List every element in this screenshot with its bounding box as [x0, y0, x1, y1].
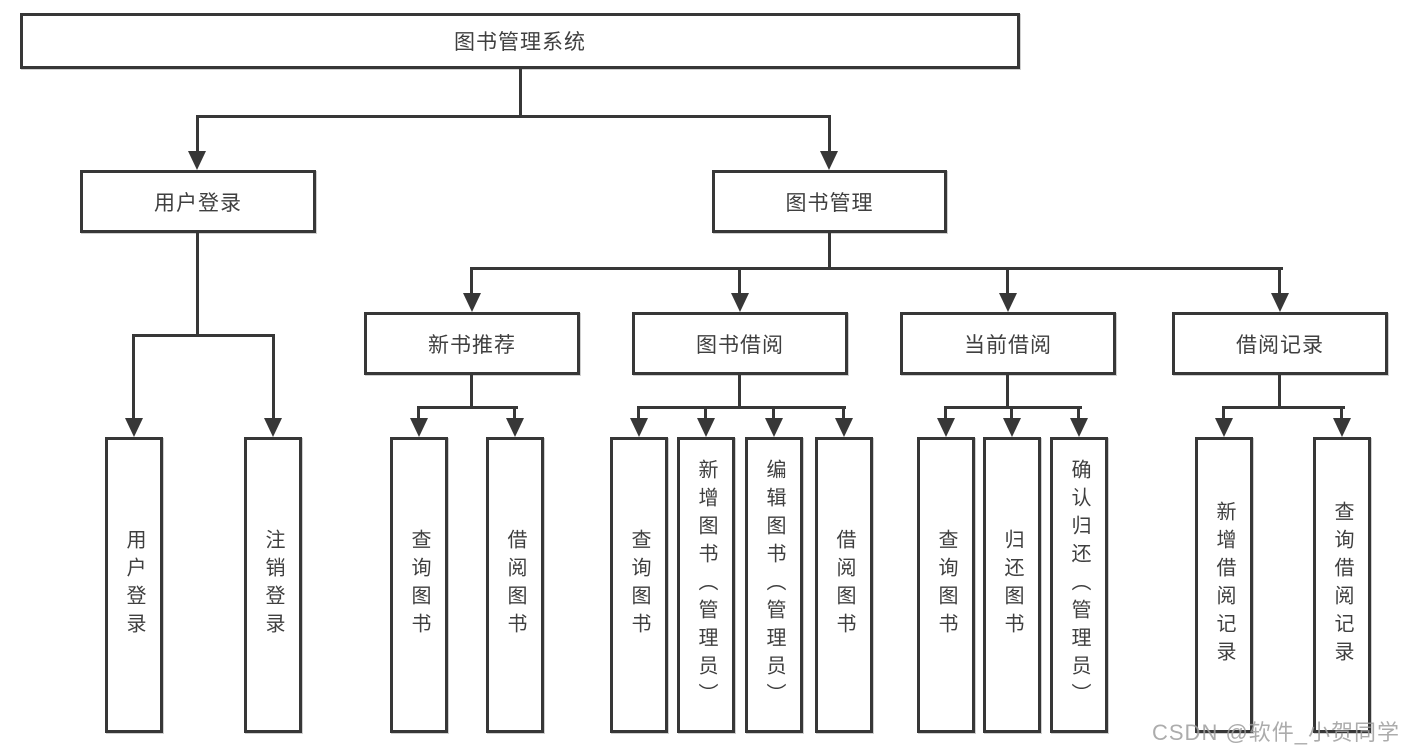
leaf-newbook-borrow-book: 借阅图书	[486, 437, 544, 733]
watermark: CSDN @软件_小贺同学	[1152, 720, 1401, 745]
leaf-records-query-record: 查询借阅记录	[1313, 437, 1371, 733]
leaf-borrow-edit-book-admin: 编辑图书（管理员）	[745, 437, 803, 733]
node-new-book-recommend-label: 新书推荐	[428, 333, 516, 357]
leaf-newbook-borrow-book-label: 借阅图书	[504, 529, 526, 641]
node-user-login-label: 用户登录	[154, 191, 242, 215]
leaf-newbook-query-book-label: 查询图书	[408, 529, 430, 641]
connector-g2-down	[738, 375, 741, 408]
arrowhead-down-icon	[188, 151, 206, 170]
arrowhead-down-icon	[1215, 418, 1233, 437]
leaf-borrow-borrow-book-label: 借阅图书	[833, 529, 855, 641]
arrowhead-down-icon	[937, 418, 955, 437]
connector-g2c3-stem	[772, 406, 775, 419]
connector-group4-stem	[1278, 267, 1281, 294]
connector-g4-down	[1278, 375, 1281, 408]
connector-login-stem	[196, 115, 199, 152]
connector-login-child2-stem	[272, 334, 275, 418]
arrowhead-down-icon	[999, 293, 1017, 312]
connector-root-split	[196, 115, 831, 118]
leaf-logout: 注销登录	[244, 437, 302, 733]
leaf-current-query-book-label: 查询图书	[935, 529, 957, 641]
connector-g3-down	[1006, 375, 1009, 408]
leaf-borrow-query-book-label: 查询图书	[628, 529, 650, 641]
leaf-newbook-query-book: 查询图书	[390, 437, 448, 733]
connector-g2c2-stem	[704, 406, 707, 419]
connector-g3c3-stem	[1077, 406, 1080, 419]
node-borrow-records: 借阅记录	[1172, 312, 1388, 375]
leaf-current-return-book-label: 归还图书	[1001, 529, 1023, 641]
arrowhead-down-icon	[1070, 418, 1088, 437]
arrowhead-down-icon	[506, 418, 524, 437]
node-book-borrow-label: 图书借阅	[696, 333, 784, 357]
leaf-current-query-book: 查询图书	[917, 437, 975, 733]
leaf-records-add-record-label: 新增借阅记录	[1213, 501, 1235, 669]
node-current-borrow: 当前借阅	[900, 312, 1116, 375]
node-book-management-label: 图书管理	[785, 191, 874, 215]
arrowhead-down-icon	[264, 418, 282, 437]
connector-g4c2-stem	[1340, 406, 1343, 419]
connector-g1-down	[470, 375, 473, 408]
arrowhead-down-icon	[463, 293, 481, 312]
connector-root-stem	[519, 69, 522, 117]
arrowhead-down-icon	[820, 151, 838, 170]
node-book-management: 图书管理	[712, 170, 947, 233]
arrowhead-down-icon	[125, 418, 143, 437]
connector-login-down	[196, 233, 199, 336]
leaf-borrow-edit-book-admin-label: 编辑图书（管理员）	[763, 459, 785, 711]
arrowhead-down-icon	[1271, 293, 1289, 312]
node-user-login: 用户登录	[80, 170, 316, 233]
arrowhead-down-icon	[765, 418, 783, 437]
connector-g4c1-stem	[1222, 406, 1225, 419]
connector-group2-stem	[738, 267, 741, 294]
connector-g1c1-stem	[417, 406, 420, 419]
arrowhead-down-icon	[1333, 418, 1351, 437]
leaf-records-add-record: 新增借阅记录	[1195, 437, 1253, 733]
connector-g3-split	[945, 406, 1082, 409]
connector-g1-split	[418, 406, 518, 409]
leaf-borrow-borrow-book: 借阅图书	[815, 437, 873, 733]
connector-mgmt-split	[470, 267, 1283, 270]
connector-group1-stem	[470, 267, 473, 294]
connector-mgmt-stem	[828, 115, 831, 152]
connector-g3c1-stem	[944, 406, 947, 419]
connector-g4-split	[1223, 406, 1345, 409]
arrowhead-down-icon	[731, 293, 749, 312]
connector-login-child1-stem	[132, 334, 135, 418]
leaf-current-return-book: 归还图书	[983, 437, 1041, 733]
node-root: 图书管理系统	[20, 13, 1020, 69]
leaf-user-login: 用户登录	[105, 437, 163, 733]
arrowhead-down-icon	[630, 418, 648, 437]
connector-group3-stem	[1006, 267, 1009, 294]
arrowhead-down-icon	[410, 418, 428, 437]
leaf-borrow-add-book-admin-label: 新增图书（管理员）	[695, 459, 717, 711]
connector-login-split	[133, 334, 275, 337]
leaf-borrow-query-book: 查询图书	[610, 437, 668, 733]
leaf-current-confirm-return-admin: 确认归还（管理员）	[1050, 437, 1108, 733]
node-new-book-recommend: 新书推荐	[364, 312, 580, 375]
leaf-current-confirm-return-admin-label: 确认归还（管理员）	[1068, 459, 1090, 711]
connector-g2c4-stem	[842, 406, 845, 419]
node-root-label: 图书管理系统	[454, 31, 586, 54]
leaf-user-login-label: 用户登录	[123, 529, 145, 641]
leaf-borrow-add-book-admin: 新增图书（管理员）	[677, 437, 735, 733]
arrowhead-down-icon	[835, 418, 853, 437]
node-current-borrow-label: 当前借阅	[964, 333, 1052, 357]
connector-g3c2-stem	[1010, 406, 1013, 419]
connector-mgmt-down	[828, 233, 831, 269]
node-book-borrow: 图书借阅	[632, 312, 848, 375]
connector-g2c1-stem	[637, 406, 640, 419]
connector-g2-split	[638, 406, 846, 409]
leaf-logout-label: 注销登录	[262, 529, 284, 641]
node-borrow-records-label: 借阅记录	[1236, 333, 1324, 357]
arrowhead-down-icon	[1003, 418, 1021, 437]
leaf-records-query-record-label: 查询借阅记录	[1331, 501, 1353, 669]
arrowhead-down-icon	[697, 418, 715, 437]
connector-g1c2-stem	[513, 406, 516, 419]
